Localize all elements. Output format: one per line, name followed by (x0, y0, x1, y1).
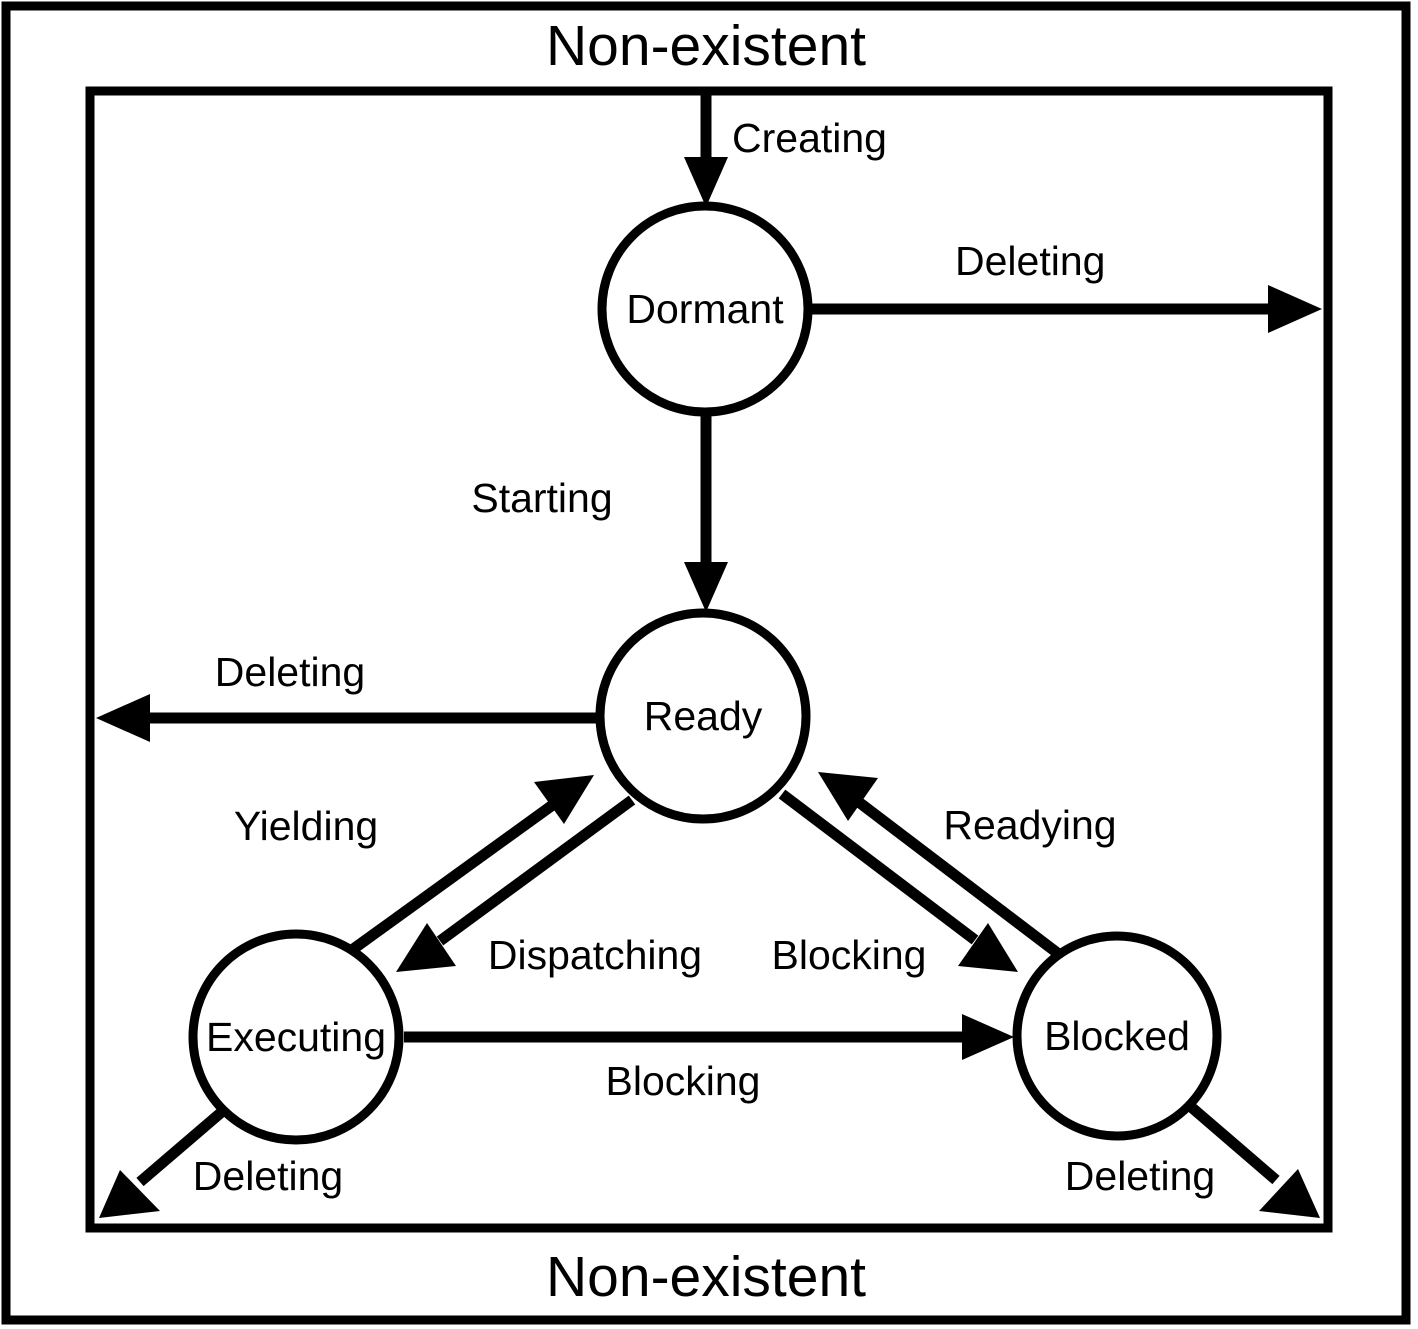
state-node-executing[interactable]: Executing (188, 929, 404, 1145)
transition-exec-deleting-label: Deleting (193, 1153, 343, 1199)
transition-starting-arrowhead (684, 562, 728, 612)
state-circle-ready[interactable] (595, 608, 811, 824)
state-circle-blocked[interactable] (1012, 931, 1222, 1141)
transition-dispatching-arrowhead (396, 923, 456, 972)
transition-ready-deleting-arrowhead (96, 694, 150, 742)
state-label-blocked: Blocked (1044, 1013, 1190, 1059)
state-circle-executing[interactable] (188, 929, 404, 1145)
outer-region-bottom-label: Non-existent (546, 1245, 866, 1309)
transition-readying-label: Readying (943, 802, 1116, 848)
transition-creating-label: Creating (732, 115, 887, 161)
transition-blocked-deleting-line (1186, 1101, 1280, 1185)
transition-dormant-deleting-arrowhead (1268, 285, 1322, 333)
transition-dormant-deleting: Deleting (808, 238, 1322, 333)
transition-ready-blocking-label: Blocking (772, 932, 927, 978)
transition-dispatching: Dispatching (396, 795, 702, 978)
transition-ready-blocking: Blocking (772, 789, 1018, 978)
inner-frame (85, 86, 1333, 1233)
transition-readying: Readying (818, 772, 1117, 960)
transition-blocked-deleting: Deleting (1065, 1101, 1320, 1218)
state-node-blocked[interactable]: Blocked (1012, 931, 1222, 1141)
transition-exec-blocking-arrowhead (962, 1014, 1014, 1060)
transition-starting-label: Starting (471, 475, 612, 521)
transition-creating-arrowhead (684, 157, 728, 207)
transition-ready-blocking-arrowhead (958, 923, 1018, 972)
transition-exec-blocking: Blocking (404, 1014, 1014, 1104)
state-label-ready: Ready (644, 693, 763, 739)
outer-region-top-label: Non-existent (546, 14, 866, 78)
transition-exec-blocking-label: Blocking (606, 1058, 761, 1104)
transition-ready-blocking-line (778, 789, 979, 945)
transition-exec-deleting: Deleting (99, 1105, 343, 1218)
state-label-dormant: Dormant (626, 286, 784, 332)
transition-yielding-arrowhead (534, 775, 594, 824)
transition-creating: Creating (684, 95, 887, 207)
transition-dispatching-label: Dispatching (488, 932, 702, 978)
transition-exec-deleting-arrowhead (99, 1170, 160, 1218)
transition-dormant-deleting-label: Deleting (955, 238, 1105, 284)
transition-ready-deleting-label: Deleting (215, 649, 365, 695)
transition-exec-deleting-line (136, 1105, 228, 1187)
transition-dispatching-line (436, 795, 636, 946)
transition-blocked-deleting-arrowhead (1259, 1169, 1320, 1218)
transition-readying-line (856, 798, 1064, 960)
state-node-dormant[interactable]: Dormant (597, 201, 813, 417)
transition-ready-deleting: Deleting (96, 649, 600, 742)
transition-starting: Starting (471, 412, 728, 612)
transition-yielding: Yielding (234, 775, 594, 960)
transition-readying-arrowhead (818, 772, 878, 821)
state-label-executing: Executing (206, 1014, 386, 1060)
transition-yielding-label: Yielding (234, 803, 378, 849)
state-node-ready[interactable]: Ready (595, 608, 811, 824)
state-circle-dormant[interactable] (597, 201, 813, 417)
transition-yielding-line (341, 799, 558, 960)
transition-blocked-deleting-label: Deleting (1065, 1153, 1215, 1199)
